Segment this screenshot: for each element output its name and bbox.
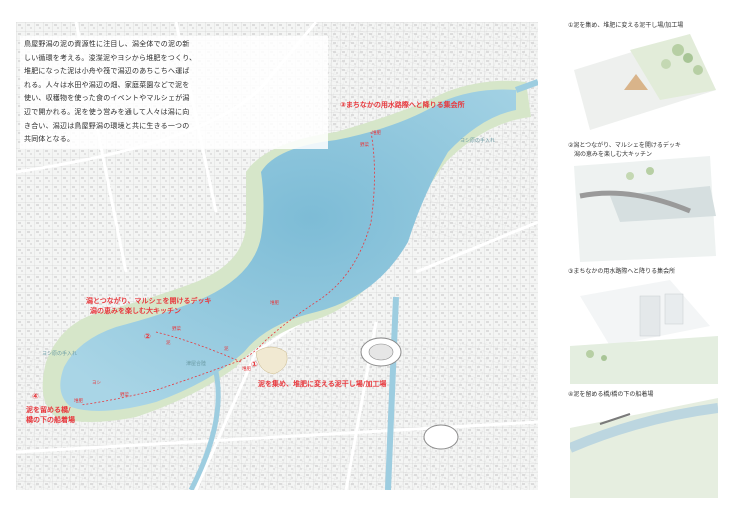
intro-line: 使い、収穫物を使った食のイベントやマルシェが潟: [24, 94, 190, 103]
canal-east: [385, 296, 399, 490]
marker-2: ②: [144, 332, 151, 341]
site2-label-line1: 潟とつながり、マルシェを開けるデッキ: [86, 297, 212, 305]
model-image-1: [574, 34, 716, 130]
side-title-2: ②潟とつながり、マルシェを開けるデッキ: [568, 142, 681, 149]
model-image-4: [570, 398, 718, 498]
boat-route: [80, 131, 375, 406]
lake: [60, 89, 516, 411]
site3-label: ③まちなかの用水路際へと降りる集会所: [340, 101, 465, 109]
intro-line: き合い、潟辺は鳥屋野潟の環境と共に生きる一つの: [24, 121, 190, 130]
route-label: ヨシ: [92, 381, 101, 386]
intro-line: 共同体となる。: [24, 135, 75, 144]
intro-line: しい循環を考える。浚渫泥やヨシから堆肥をつくり、: [24, 53, 197, 62]
canal-label: 津屋合陸: [186, 361, 207, 367]
side-title-4: ④泥を留める橋/橋の下の船着場: [568, 391, 654, 398]
route-label: 堆肥: [372, 131, 381, 136]
side-title-3: ③まちなかの用水路際へと降りる集会所: [568, 268, 676, 275]
site2-label-line2: 潟の恵みを楽しむ大キッチン: [90, 307, 181, 315]
intro-line: れる。人々は水田や潟辺の畑、家庭菜園などで泥を: [24, 80, 190, 89]
intro-line: 辺で開かれる。泥を使う営みを通して人々は潟に向: [24, 107, 190, 116]
route-label: 堆肥: [74, 399, 83, 404]
route-label: 野菜: [172, 327, 181, 332]
model-image-3: [570, 280, 718, 384]
model-image-2: [574, 156, 716, 262]
intro-line: 鳥屋野潟の泥の資源性に注目し、潟全体での泥の新: [24, 40, 190, 48]
reed-west-label: ヨシ原の手入れ: [42, 351, 78, 357]
stadium: [360, 337, 459, 450]
marker-1: ①: [251, 360, 258, 369]
route-label: 泥: [224, 347, 229, 352]
route-label: 堆肥: [242, 367, 251, 372]
intro-text: 鳥屋野潟の泥の資源性に注目し、潟全体での泥の新 しい循環を考える。浚渫泥やヨシか…: [20, 36, 328, 149]
site1-area: [255, 346, 288, 375]
side-title-1: ①泥を集め、堆肥に変える泥干し場/加工場: [568, 22, 684, 29]
intro-line: 堆肥になった泥は小舟や筏で潟辺のあちこちへ運ば: [24, 67, 190, 76]
canal-south: [188, 371, 221, 490]
marker-4: ④: [32, 392, 39, 401]
route-label: 野菜: [360, 143, 369, 148]
side-title-2b: 潟の恵みを楽しむ大キッチン: [574, 151, 653, 158]
route-label: 堆肥: [270, 301, 279, 306]
site4-label-line2: 橋の下の船着場: [26, 416, 75, 424]
route-label: 野菜: [120, 393, 129, 398]
site1-label: 泥を集め、堆肥に変える泥干し場/加工場: [258, 380, 387, 388]
route-label: 泥: [166, 341, 171, 346]
reed-north-label: ヨシ原の手入れ: [460, 138, 496, 144]
site4-label-line1: 泥を留める橋/: [26, 406, 71, 414]
